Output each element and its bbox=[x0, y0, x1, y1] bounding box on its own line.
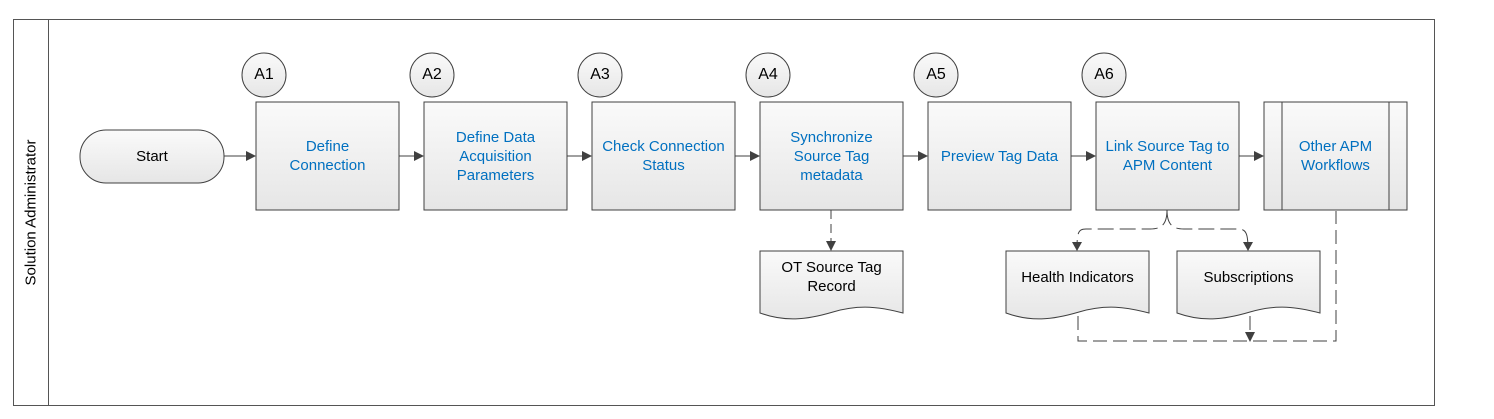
document-health-label: Health Indicators bbox=[1021, 268, 1134, 286]
step-label-a2[interactable]: Define Data Acquisition Parameters bbox=[455, 128, 536, 184]
step-box-a6[interactable] bbox=[1095, 101, 1240, 211]
step-box-a5[interactable] bbox=[927, 101, 1072, 211]
badge-a6: A6 bbox=[1094, 66, 1114, 83]
badge-circle-a4 bbox=[745, 52, 791, 98]
dashed-return-to-subprocess bbox=[1077, 211, 1337, 341]
document-subscriptions-shape bbox=[1176, 250, 1321, 320]
document-ot-record-shape bbox=[759, 250, 904, 320]
step-label-a4[interactable]: Synchronize Source Tag metadata bbox=[790, 128, 873, 184]
badge-a5: A5 bbox=[926, 66, 946, 83]
document-health-shape bbox=[1005, 250, 1150, 320]
dashed-arrowhead-health bbox=[1072, 242, 1082, 251]
start-label[interactable]: Start bbox=[136, 148, 168, 165]
badge-circle-a5 bbox=[913, 52, 959, 98]
badge-circle-a1 bbox=[241, 52, 287, 98]
badge-a3: A3 bbox=[590, 66, 610, 83]
step-label-a5[interactable]: Preview Tag Data bbox=[940, 147, 1059, 165]
document-ot-record-label: OT Source Tag Record bbox=[781, 259, 882, 295]
subprocess-label[interactable]: Other APM Workflows bbox=[1298, 138, 1373, 174]
subprocess-box[interactable] bbox=[1263, 101, 1408, 211]
step-label-a6[interactable]: Link Source Tag to APM Content bbox=[1105, 138, 1230, 174]
step-box-a1[interactable] bbox=[255, 101, 400, 211]
badge-circle-a2 bbox=[409, 52, 455, 98]
step-label-a1[interactable]: Define Connection bbox=[289, 138, 366, 174]
step-box-a2[interactable] bbox=[423, 101, 568, 211]
step-box-a3[interactable] bbox=[591, 101, 736, 211]
badge-a1: A1 bbox=[254, 66, 274, 83]
swimlane-header bbox=[13, 19, 49, 406]
dashed-arrowhead-subscriptions bbox=[1243, 242, 1253, 251]
badge-circle-a6 bbox=[1081, 52, 1127, 98]
badge-a4: A4 bbox=[758, 66, 778, 83]
document-subscriptions-label: Subscriptions bbox=[1203, 268, 1294, 286]
badge-a2: A2 bbox=[422, 66, 442, 83]
step-label-a3[interactable]: Check Connection Status bbox=[602, 138, 725, 174]
dashed-brace-a6 bbox=[1076, 209, 1249, 251]
badge-circle-a3 bbox=[577, 52, 623, 98]
